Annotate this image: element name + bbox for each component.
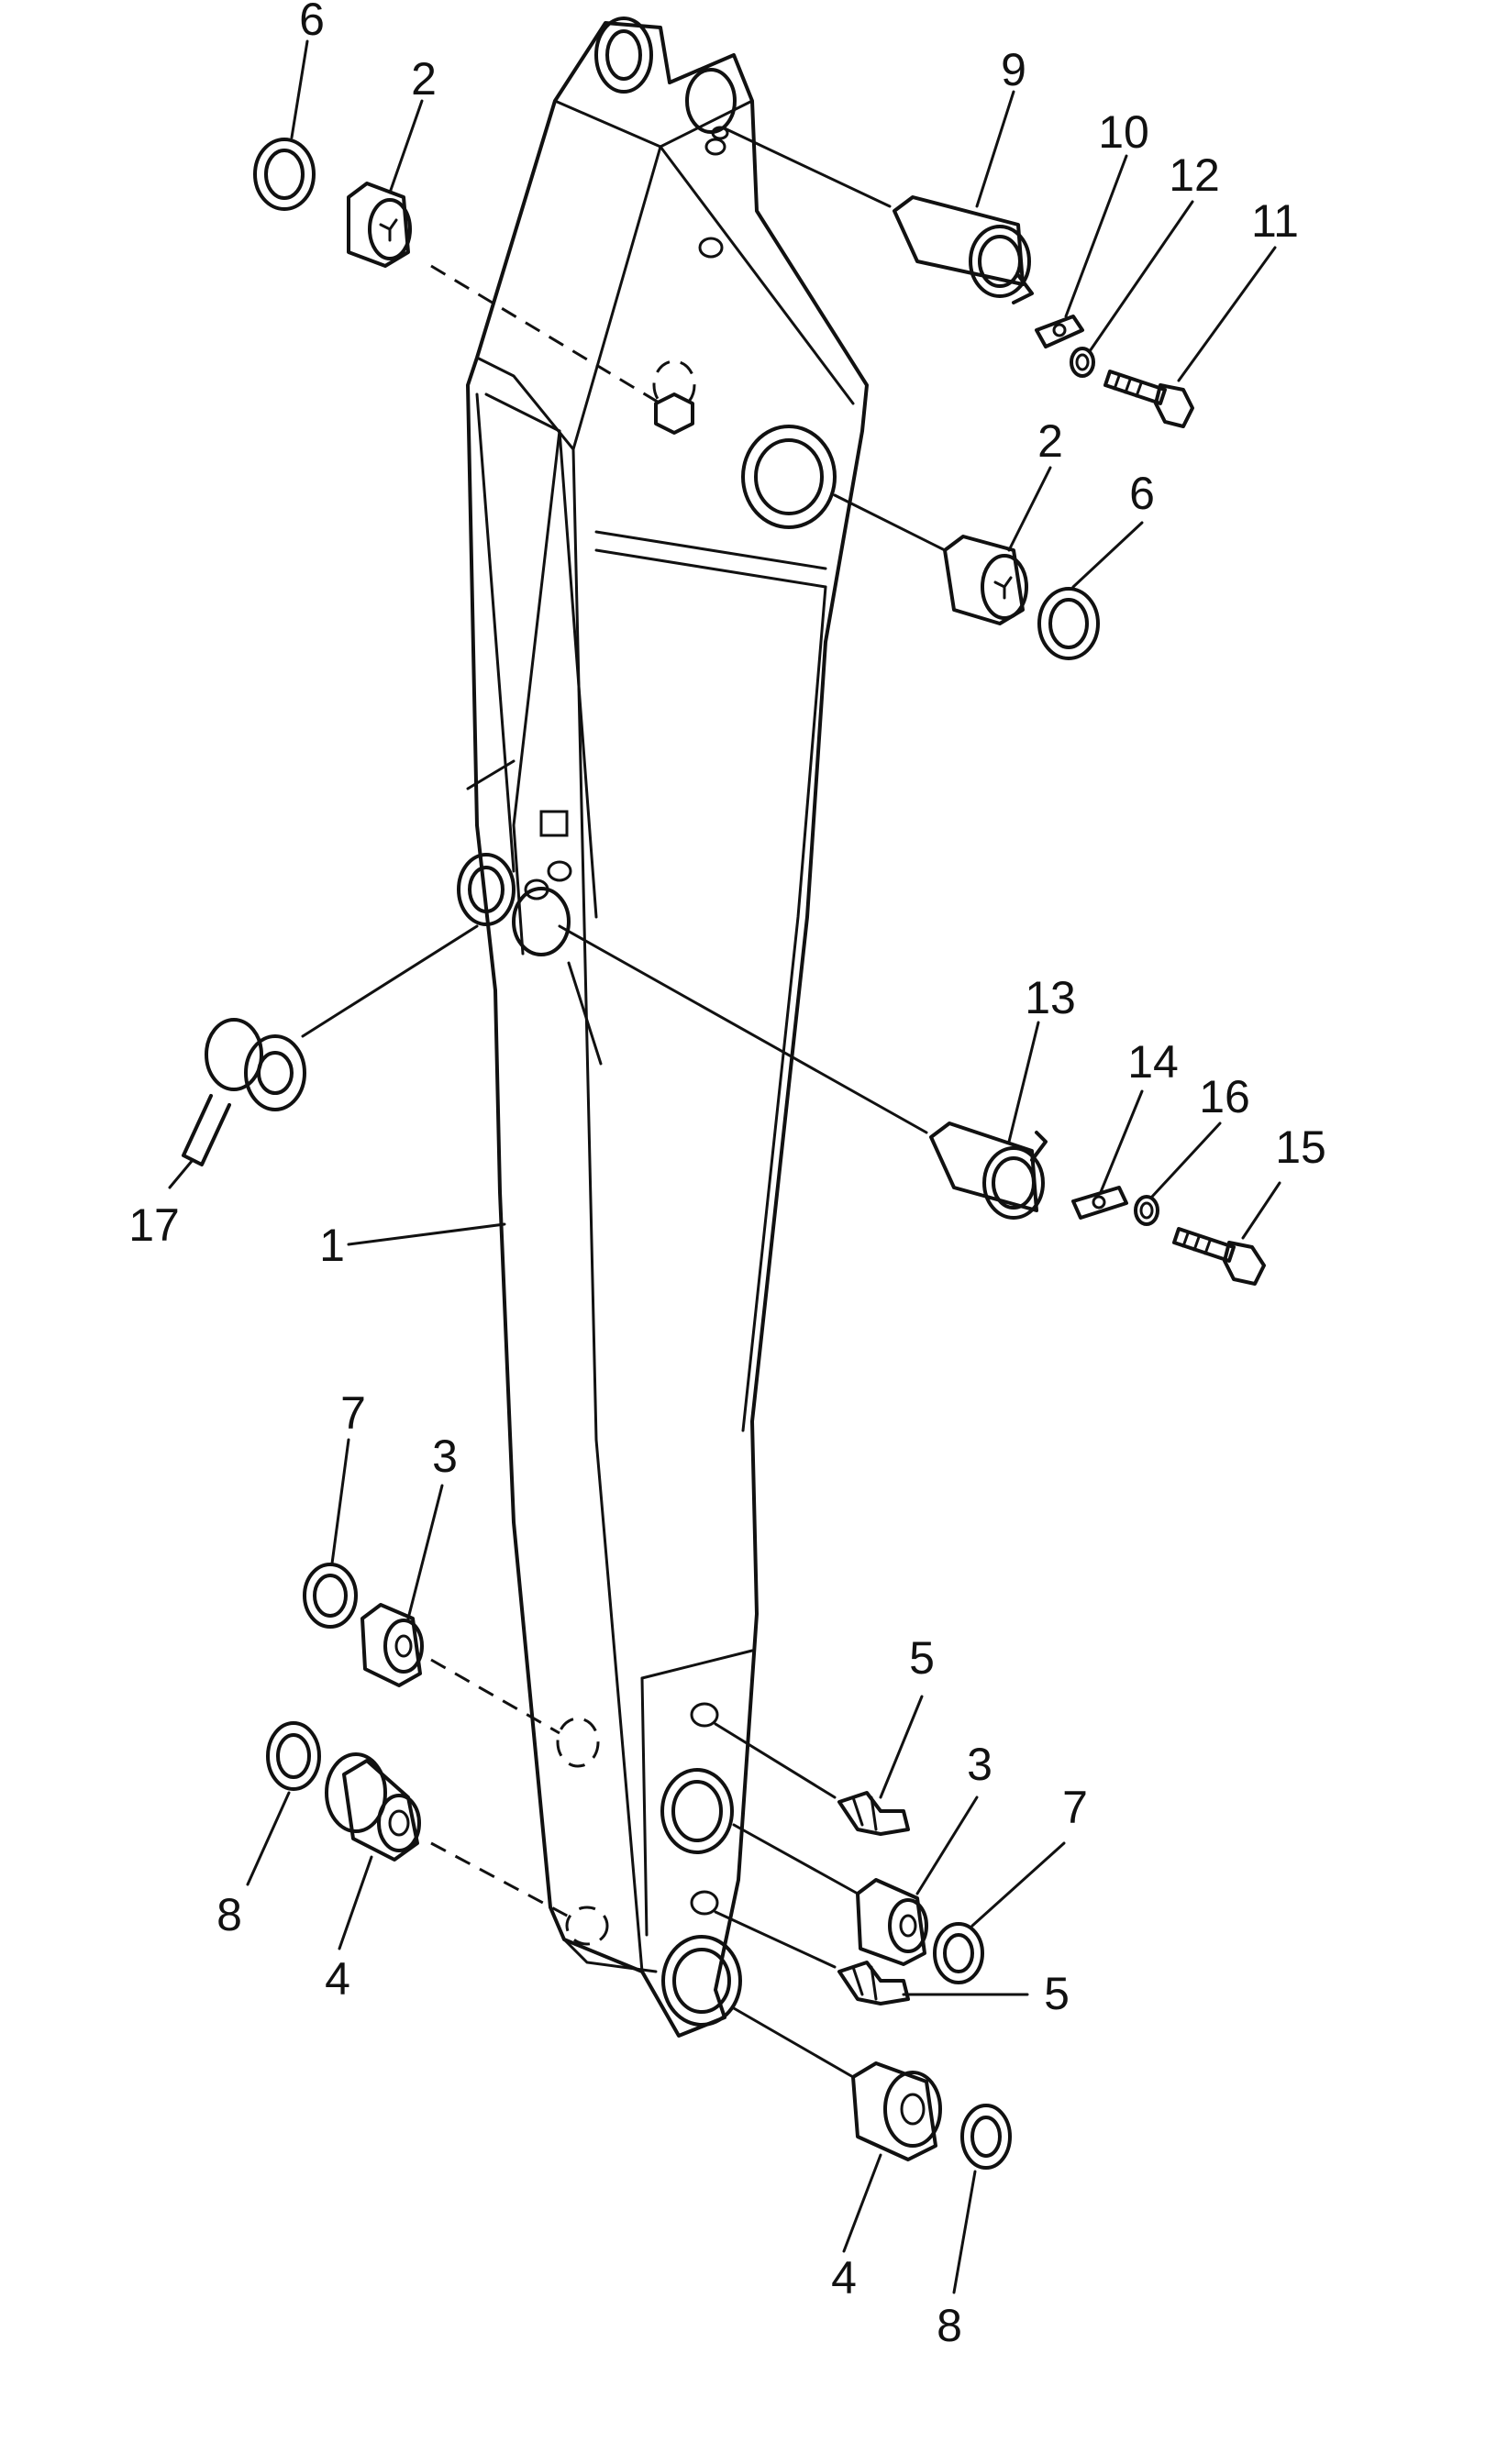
grease-fitting-5-lower bbox=[837, 1961, 910, 2005]
callout-13: 13 bbox=[1025, 972, 1076, 1023]
callout-6-right: 6 bbox=[1129, 468, 1155, 519]
callout-5-upper: 5 bbox=[909, 1632, 935, 1684]
pin-axis-13 bbox=[558, 924, 928, 1134]
arm-body bbox=[457, 17, 869, 2038]
callout-11: 11 bbox=[1251, 195, 1299, 247]
pin-13 bbox=[929, 1122, 1048, 1220]
bushing-3-right bbox=[856, 1878, 928, 1966]
callout-3-right: 3 bbox=[967, 1739, 992, 1790]
callout-7-right: 7 bbox=[1062, 1782, 1088, 1833]
flanged-bushing-4-right bbox=[851, 2061, 942, 2161]
callout-15: 15 bbox=[1275, 1122, 1326, 1173]
seal-ring-6-upper-left bbox=[253, 138, 316, 211]
fitting-axis-5-upper bbox=[714, 1722, 837, 1799]
pin-axis-upper-left bbox=[430, 264, 661, 405]
callout-9: 9 bbox=[1001, 44, 1026, 95]
grease-fitting-5-upper bbox=[837, 1791, 910, 1836]
bushing-3-lower-left bbox=[360, 1603, 424, 1687]
seal-ring-8-lower-left bbox=[266, 1721, 321, 1791]
callout-5-lower: 5 bbox=[1044, 1968, 1070, 2019]
callout-3-lower-left: 3 bbox=[432, 1431, 458, 1482]
seal-ring-7-right bbox=[933, 1922, 984, 1984]
bolt-11 bbox=[1103, 370, 1194, 428]
leader-lines bbox=[168, 39, 1281, 2294]
bushing-2-upper-left bbox=[347, 182, 412, 268]
callout-2-upper-left: 2 bbox=[411, 53, 437, 105]
pin-axis-right-upper bbox=[833, 493, 947, 552]
lock-plate-14 bbox=[1071, 1186, 1128, 1220]
callout-4-left: 4 bbox=[325, 1953, 350, 2005]
pin-9 bbox=[893, 195, 1034, 304]
shim-axis-17 bbox=[301, 924, 479, 1038]
bushing-2-right bbox=[943, 535, 1028, 625]
callout-10: 10 bbox=[1098, 106, 1149, 158]
callout-4-right: 4 bbox=[831, 2252, 857, 2304]
callout-7-lower-left: 7 bbox=[340, 1387, 366, 1439]
fitting-axis-5-lower bbox=[714, 1910, 837, 1969]
callout-12: 12 bbox=[1169, 149, 1220, 201]
callout-labels: 6 2 9 10 12 11 2 6 13 14 16 15 17 1 7 3 … bbox=[128, 0, 1326, 2351]
washer-12 bbox=[1070, 347, 1095, 378]
seal-ring-6-right bbox=[1037, 587, 1100, 660]
callout-17: 17 bbox=[128, 1199, 180, 1251]
lock-plate-10 bbox=[1035, 315, 1084, 348]
washer-16 bbox=[1134, 1195, 1159, 1226]
seal-ring-8-right bbox=[960, 2104, 1012, 2170]
flanged-bushing-4-left bbox=[325, 1752, 421, 1862]
pin-axis-lower-left-upper bbox=[430, 1658, 560, 1735]
callout-16: 16 bbox=[1199, 1071, 1250, 1122]
bolt-15 bbox=[1172, 1227, 1266, 1286]
pin-axis-9 bbox=[723, 127, 892, 208]
callout-6-upper-left: 6 bbox=[299, 0, 325, 45]
pin-axis-right-bottom bbox=[732, 2006, 855, 2079]
callout-2-right: 2 bbox=[1037, 415, 1063, 467]
callout-14: 14 bbox=[1127, 1036, 1179, 1088]
callout-8-right: 8 bbox=[937, 2300, 962, 2351]
callout-1: 1 bbox=[319, 1220, 345, 1271]
callout-8-lower-left: 8 bbox=[216, 1889, 242, 1940]
seal-ring-7-lower-left bbox=[303, 1563, 358, 1629]
shim-17 bbox=[182, 1018, 306, 1166]
pin-axis-right-lower bbox=[732, 1823, 859, 1895]
